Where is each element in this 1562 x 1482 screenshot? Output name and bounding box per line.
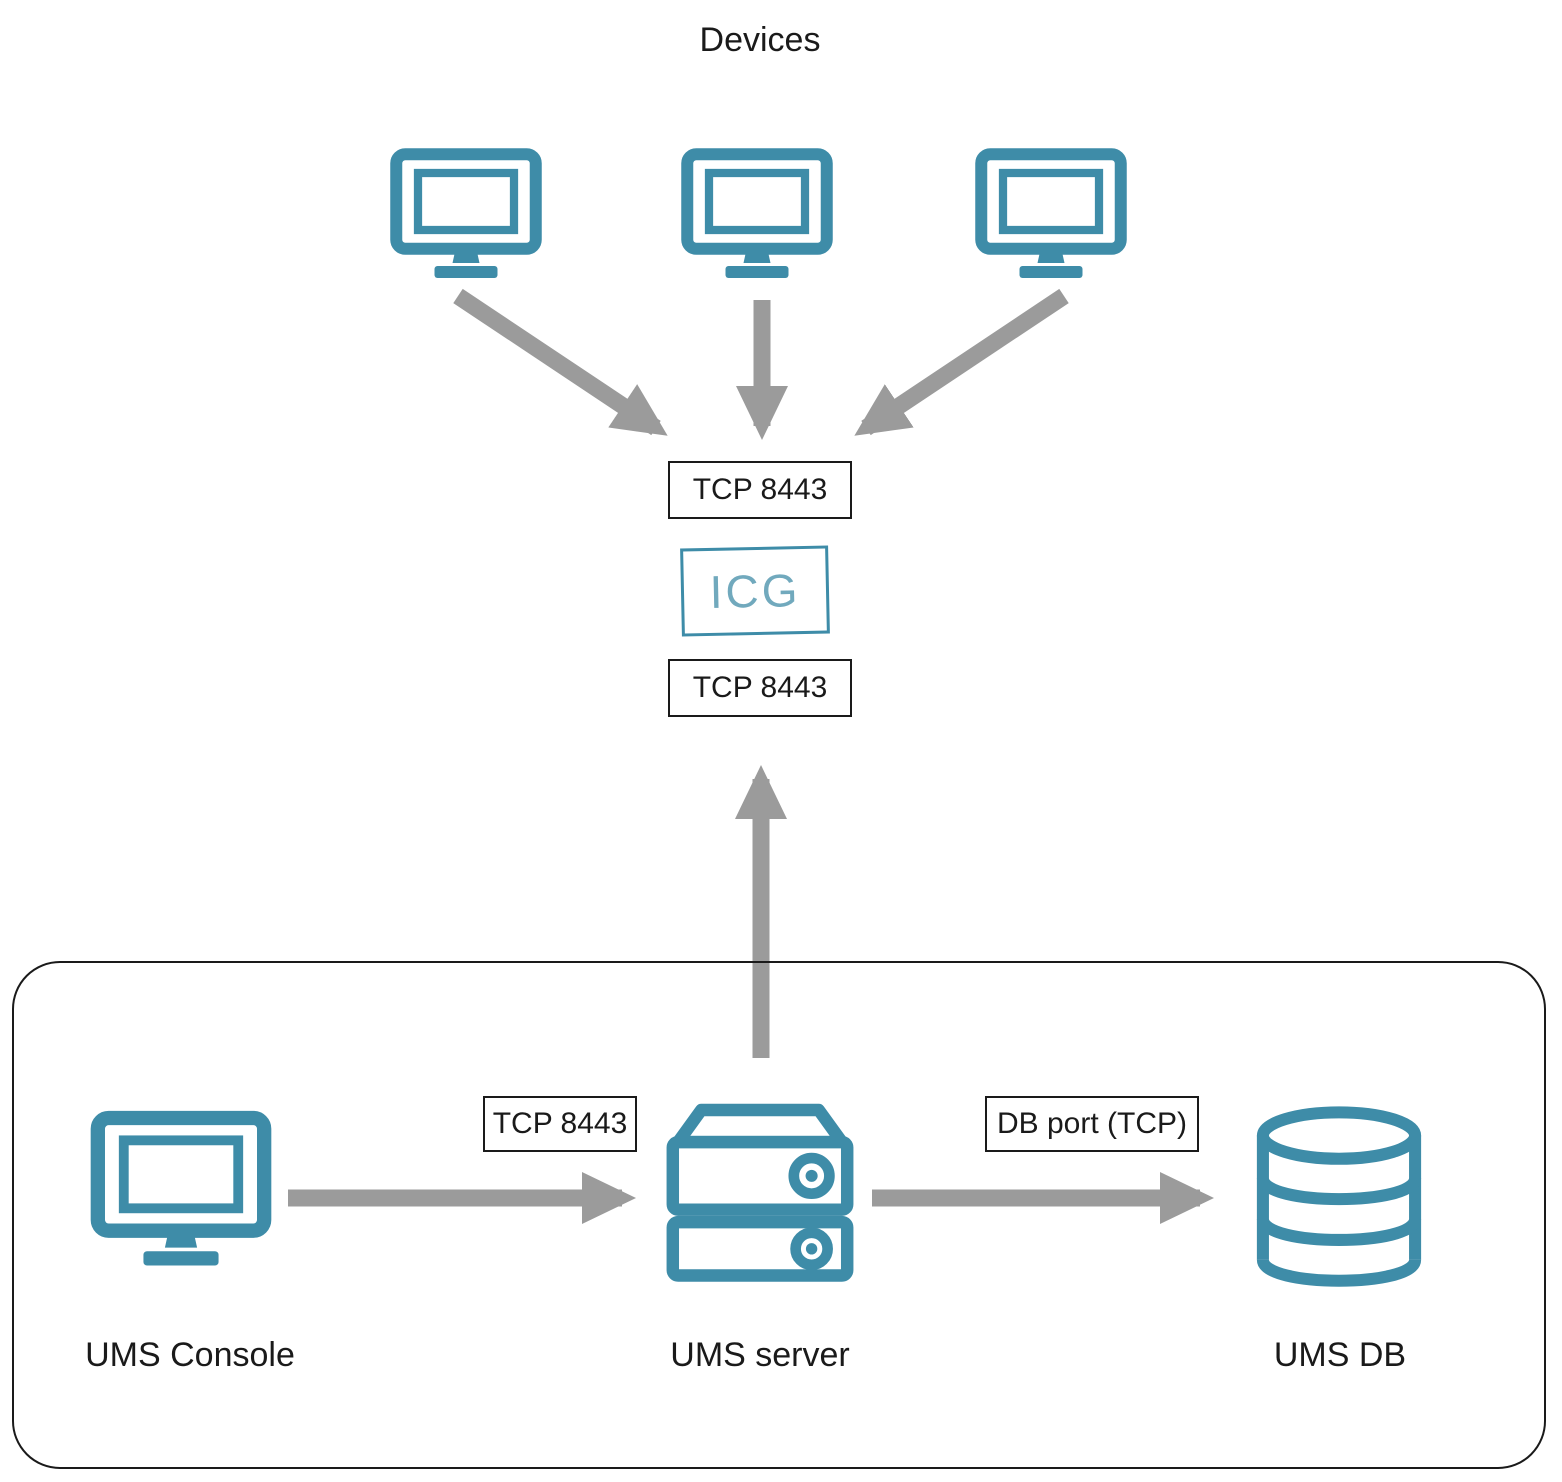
ums-console-label: UMS Console [85, 1336, 295, 1374]
icg-node: ICG [680, 545, 830, 637]
ums-db-label: UMS DB [1273, 1336, 1407, 1374]
arrow-device1-to-icg [453, 288, 668, 436]
ums-db-icon [1256, 1106, 1422, 1287]
db-port-label: DB port (TCP) [985, 1096, 1199, 1152]
tcp-8443-top-label: TCP 8443 [668, 461, 852, 519]
device-monitor-icon-2 [681, 148, 833, 278]
tcp-8443-console-label: TCP 8443 [483, 1096, 637, 1152]
ums-server-label: UMS server [670, 1336, 850, 1374]
device-monitor-icon-3 [975, 148, 1127, 278]
device-monitor-icon-1 [390, 148, 542, 278]
internal-network-container [12, 961, 1546, 1469]
diagram-title: Devices [699, 21, 821, 59]
arrow-device3-to-icg [854, 288, 1069, 436]
ums-console-icon [90, 1110, 272, 1266]
tcp-8443-bottom-label: TCP 8443 [668, 659, 852, 717]
ums-server-icon [666, 1103, 854, 1282]
